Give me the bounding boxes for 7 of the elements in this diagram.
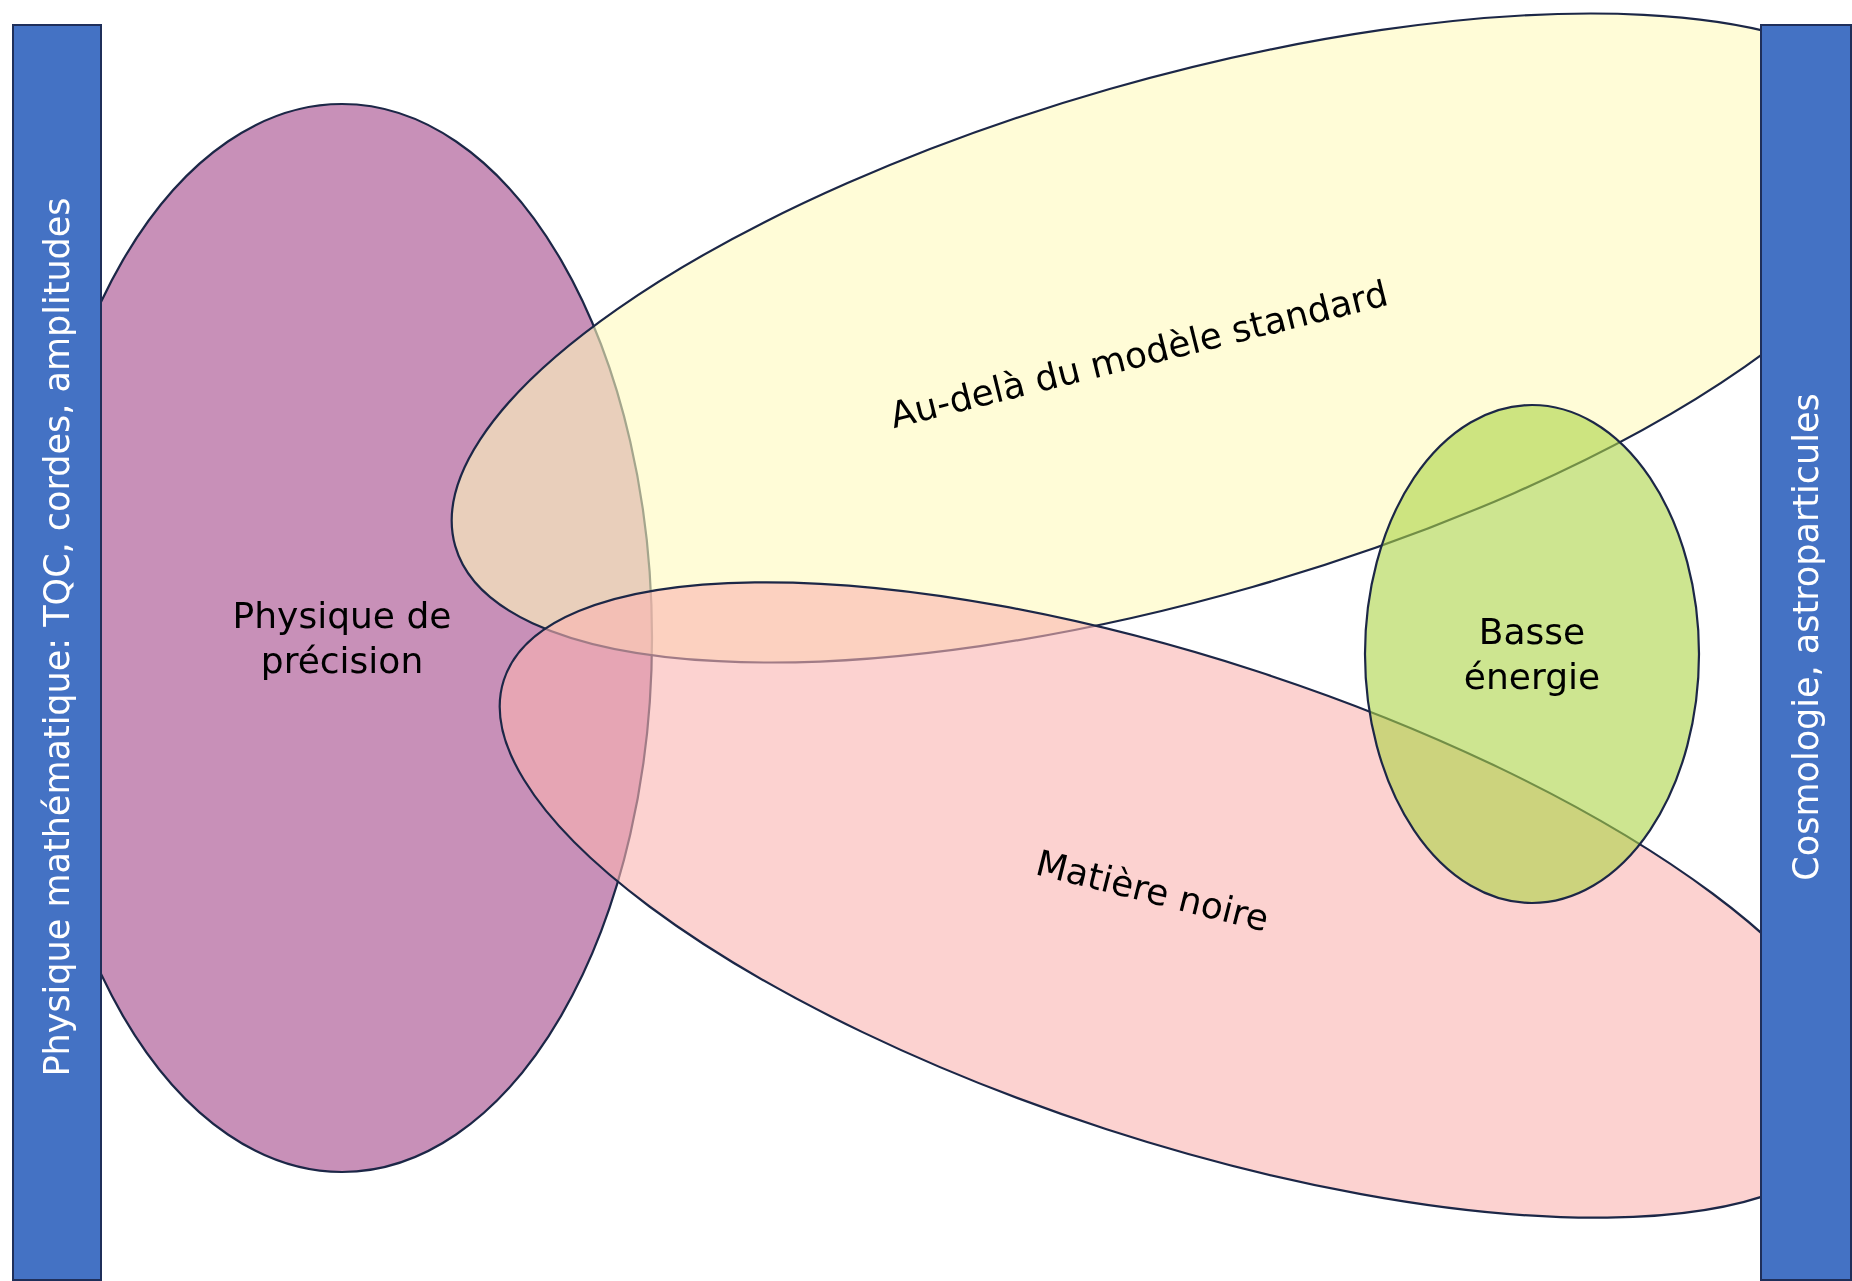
region-label: Physique de précision [231, 594, 453, 683]
region-label: Matière noire [1031, 841, 1274, 942]
side-bar [1760, 24, 1852, 1281]
side-bar [12, 24, 102, 1281]
bar-label: Cosmologie, astroparticules [1786, 392, 1826, 881]
region-label: Basse énergie [1462, 610, 1602, 699]
bar-label: Physique mathématique: TQC, cordes, amplitudes [37, 196, 77, 1077]
